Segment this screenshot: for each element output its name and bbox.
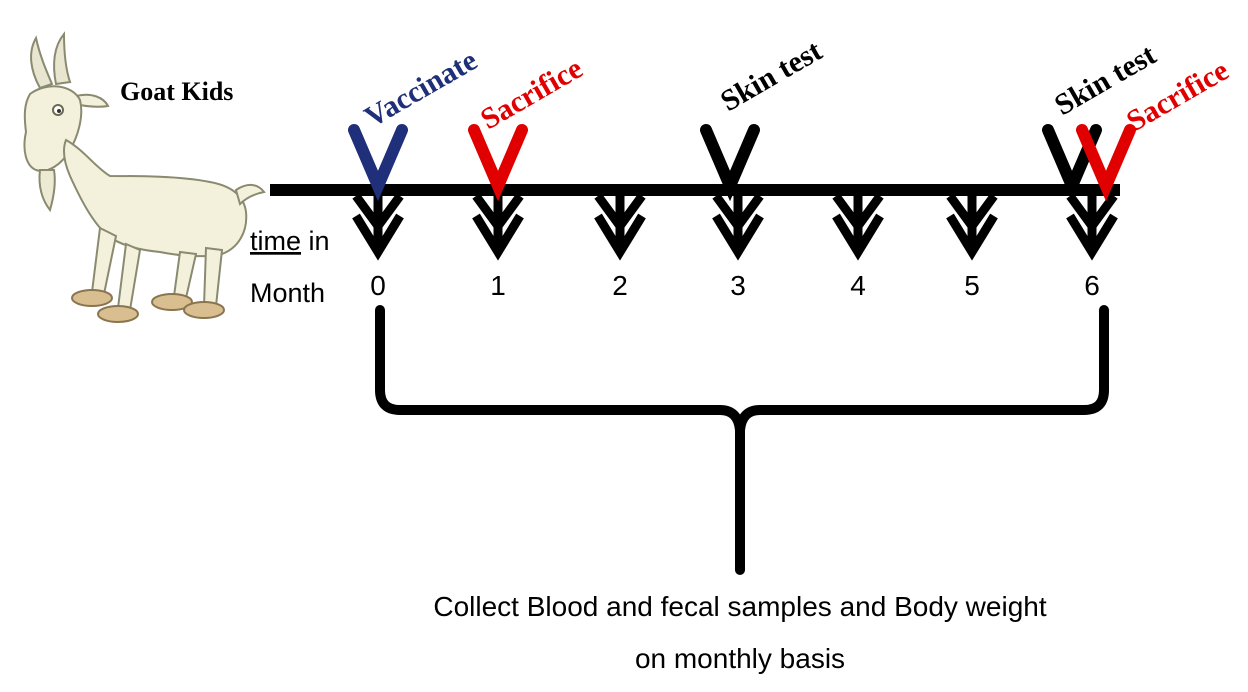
month-markers: 0 1 2 3 4 5 6 <box>352 193 1118 301</box>
event-label-skin-test-month-3: Skin test <box>715 34 828 118</box>
month-label-6: 6 <box>1084 270 1100 301</box>
month-label-1: 1 <box>490 270 506 301</box>
event-marker-skin-test-month-3 <box>700 124 760 202</box>
month-marker-3 <box>712 193 764 261</box>
axis-label-in: in <box>301 226 330 256</box>
event-label-sacrifice-month-1: Sacrifice <box>475 52 588 136</box>
month-marker-2 <box>594 193 646 261</box>
sampling-note-line2: on monthly basis <box>635 643 845 674</box>
event-marker-sacrifice-month-6 <box>1076 124 1136 202</box>
event-marker-sacrifice-month-1 <box>468 124 528 202</box>
event-marker-vaccinate-month-0 <box>348 124 408 202</box>
month-label-0: 0 <box>370 270 386 301</box>
month-marker-1 <box>472 193 524 261</box>
month-marker-4 <box>832 193 884 261</box>
axis-label-line1: time in <box>250 226 330 256</box>
goat-illustration <box>23 31 266 323</box>
month-marker-5 <box>946 193 998 261</box>
month-marker-0 <box>352 193 404 261</box>
month-label-3: 3 <box>730 270 746 301</box>
month-label-4: 4 <box>850 270 866 301</box>
month-label-2: 2 <box>612 270 628 301</box>
sampling-note-line1: Collect Blood and fecal samples and Body… <box>433 591 1046 622</box>
event-label-vaccinate-month-0: Vaccinate <box>359 44 483 135</box>
axis-label-line2: Month <box>250 278 325 308</box>
subject-label: Goat Kids <box>120 77 233 106</box>
month-label-5: 5 <box>964 270 980 301</box>
axis-label-time: time <box>250 226 301 256</box>
month-marker-6 <box>1066 193 1118 261</box>
sampling-bracket <box>375 305 1109 575</box>
